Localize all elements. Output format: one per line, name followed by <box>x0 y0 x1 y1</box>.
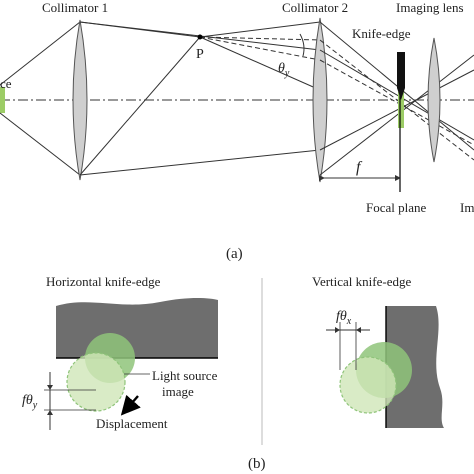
part-a-optical-setup: ce Collimator 1 P Collimator 2 Imaging l… <box>0 0 474 262</box>
light-source-image-displaced <box>66 352 126 412</box>
ray-deflected-1 <box>199 36 321 41</box>
collimator-2-label: Collimator 2 <box>282 0 348 15</box>
imaging-lens <box>427 37 441 163</box>
vertical-title: Vertical knife-edge <box>312 274 411 289</box>
focal-length-label: f <box>356 159 363 176</box>
horizontal-title: Horizontal knife-edge <box>46 274 161 289</box>
ray-collimated-mid2 <box>79 36 201 176</box>
ray-p-to-c2-top <box>199 21 321 38</box>
ray-collimated-bottom <box>79 149 321 176</box>
focal-plane-label: Focal plane <box>366 200 427 215</box>
ray-focus-dashed-2 <box>319 59 474 146</box>
collimator-1-label: Collimator 1 <box>42 0 108 15</box>
displacement-label: Displacement <box>96 416 168 431</box>
part-b-label: (b) <box>248 456 266 472</box>
collimator-1-lens <box>72 19 88 181</box>
ftheta-x-label: fθx <box>336 309 352 327</box>
knife-edge-blade <box>397 52 405 100</box>
theta-arc <box>299 33 305 57</box>
source-label: ce <box>0 76 12 91</box>
light-source-label-2: image <box>162 384 194 399</box>
ray-focus-bottom <box>319 54 474 176</box>
displacement-arrow <box>120 394 141 416</box>
vertical-knife-edge-panel: Vertical knife-edge fθx <box>312 274 444 428</box>
ftheta-x-arrow-left <box>335 327 340 333</box>
ftheta-x-arrow-right <box>356 327 361 333</box>
light-source-image-displaced-v <box>339 356 397 414</box>
ftheta-y-arrow-top <box>47 385 53 390</box>
vertical-knife-block <box>386 306 444 428</box>
ray-focus-dashed-1 <box>319 39 474 161</box>
point-p <box>197 34 203 40</box>
ftheta-y-label: fθy <box>22 393 38 411</box>
point-p-label: P <box>196 47 204 62</box>
ray-focus-b <box>319 69 474 151</box>
ray-focus-a <box>319 49 474 141</box>
theta-y-label: θy <box>278 61 290 79</box>
imaging-lens-label: Imaging lens <box>396 0 464 15</box>
ray-source-top <box>0 21 81 86</box>
ray-p-to-c2-low <box>199 36 321 91</box>
ray-deflected-2 <box>199 36 321 61</box>
light-source-label-1: Light source <box>152 368 218 383</box>
collimator-2-lens <box>312 17 328 183</box>
horizontal-knife-block <box>56 298 218 358</box>
horizontal-knife-edge-panel: Horizontal knife-edge Light source image… <box>22 274 218 431</box>
focus-spot <box>398 92 404 128</box>
ftheta-y-arrow-bottom <box>47 410 53 415</box>
ray-collimated-mid1 <box>79 21 201 38</box>
light-source <box>0 87 5 113</box>
ray-source-bottom <box>0 112 81 176</box>
image-label: Im <box>460 200 474 215</box>
knife-edge-label: Knife-edge <box>352 26 411 41</box>
part-a-label: (a) <box>226 246 243 262</box>
